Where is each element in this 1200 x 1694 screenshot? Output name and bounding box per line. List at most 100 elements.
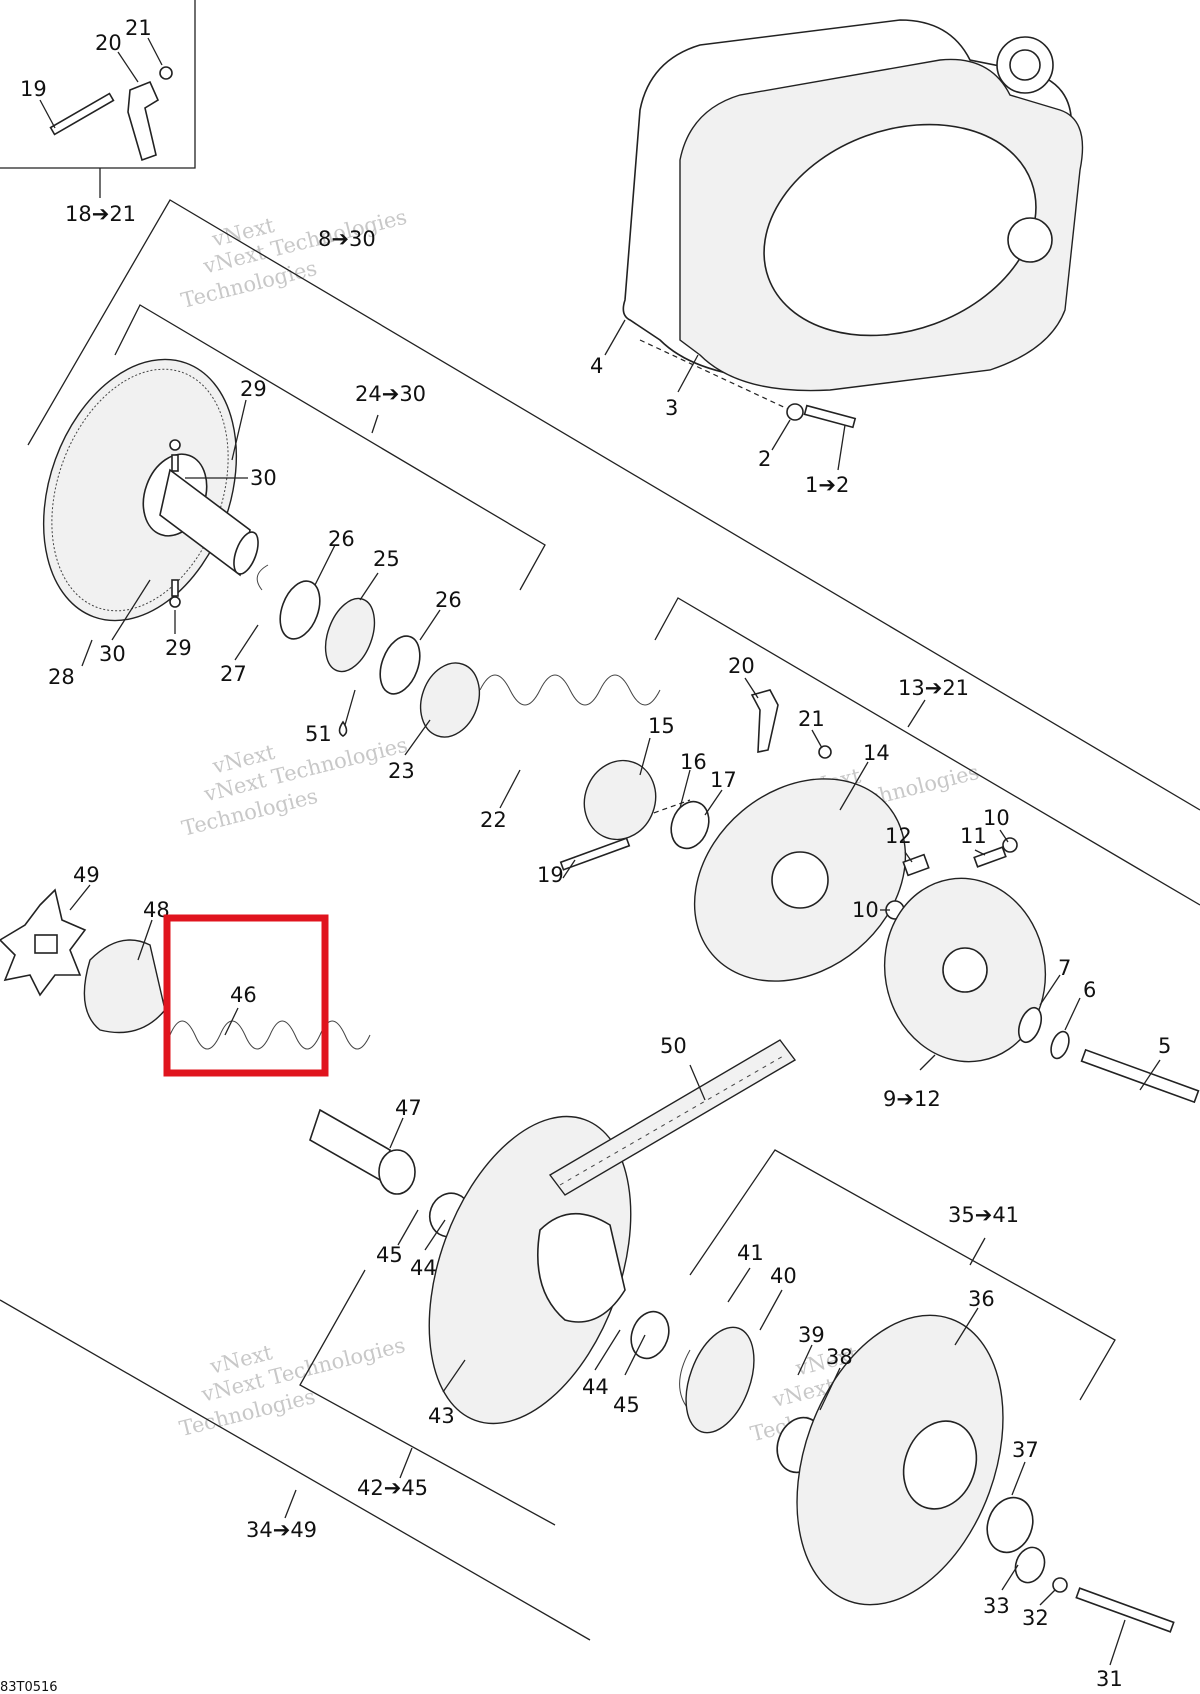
- callout-16: 16: [680, 750, 707, 774]
- leader-14: [839, 761, 869, 811]
- part-21-nut-b: [818, 745, 832, 759]
- leader-40: [759, 1289, 783, 1331]
- leader-21b: [811, 729, 823, 749]
- leader-10a: [999, 829, 1009, 843]
- leader-3: [677, 354, 699, 393]
- callout-12: 12: [885, 824, 912, 848]
- callout-51: 51: [305, 722, 332, 746]
- callout-5: 5: [1158, 1034, 1171, 1058]
- leader-17: [704, 789, 723, 816]
- leader-48: [137, 919, 153, 961]
- part-20-arm: [750, 689, 779, 753]
- leader-9-12: [919, 1054, 936, 1071]
- callout-45b: 45: [613, 1393, 640, 1417]
- callout-27: 27: [220, 662, 247, 686]
- leader-43: [442, 1359, 466, 1393]
- part-47-shaft: [309, 1108, 391, 1182]
- cover-assembly: [622, 19, 1084, 429]
- callout-10b: 10: [852, 898, 879, 922]
- callout-36: 36: [968, 1287, 995, 1311]
- leader-44b: [594, 1329, 621, 1371]
- part-11-pin: [973, 846, 1007, 868]
- part-15-sleeve: [583, 759, 657, 841]
- callout-2: 2: [758, 447, 771, 471]
- callout-19b: 19: [537, 863, 564, 887]
- leader-19a: [39, 99, 56, 129]
- spider-hub: [942, 947, 988, 993]
- part-21-nut: [159, 66, 173, 80]
- leader-51: [344, 689, 356, 726]
- callout-19a: 19: [20, 77, 47, 101]
- part-7-washer: [1017, 1006, 1043, 1044]
- shaft-end-47: [378, 1149, 416, 1195]
- leader-33: [1001, 1564, 1019, 1591]
- part-32-washer: [1052, 1577, 1068, 1593]
- part-23-cup: [419, 662, 481, 738]
- part-16-17-bushing: [670, 800, 710, 850]
- callout-47: 47: [395, 1096, 422, 1120]
- part-6-washer: [1050, 1030, 1070, 1060]
- leader-11: [974, 849, 986, 856]
- leader-41: [727, 1267, 751, 1303]
- drawing-code: 83T0516: [0, 1680, 58, 1694]
- leader-50: [689, 1064, 706, 1101]
- callout-20b: 20: [728, 654, 755, 678]
- part-28-shaft: [159, 468, 251, 577]
- drive-pulley: [42, 358, 1200, 1104]
- sheave-hub-43: [537, 1212, 626, 1323]
- callout-33: 33: [983, 1594, 1010, 1618]
- callout-8-30: 8➔30: [318, 227, 376, 251]
- part-33-washer: [1014, 1546, 1046, 1584]
- part-10-nut: [1002, 837, 1018, 853]
- part-50-belt: [548, 1039, 797, 1196]
- leader-26b: [419, 609, 441, 641]
- callout-23: 23: [388, 759, 415, 783]
- callout-43: 43: [428, 1404, 455, 1428]
- callout-34-49: 34➔49: [246, 1518, 317, 1542]
- callout-42-45: 42➔45: [357, 1476, 428, 1500]
- callout-25: 25: [373, 547, 400, 571]
- part-46-spring: [169, 1020, 371, 1050]
- part-40-ring: [685, 1326, 755, 1434]
- cover-vent-inner: [1009, 49, 1041, 81]
- leader-24-30: [371, 414, 379, 434]
- leader-20b: [744, 677, 759, 699]
- part-28-fixed-sheave: [42, 358, 238, 622]
- leader-31: [1109, 1619, 1126, 1666]
- leader-34-49: [284, 1489, 297, 1519]
- part-2-washer: [786, 403, 804, 421]
- callout-10a: 10: [983, 806, 1010, 830]
- part-29-plug-bottom: [169, 596, 181, 608]
- callout-26a: 26: [328, 527, 355, 551]
- part-22-spring: [479, 674, 661, 706]
- callout-32: 32: [1022, 1606, 1049, 1630]
- callout-15: 15: [648, 714, 675, 738]
- inset-parts: [49, 66, 173, 162]
- callout-49: 49: [73, 863, 100, 887]
- callout-30b: 30: [99, 642, 126, 666]
- callout-4: 4: [590, 354, 603, 378]
- cam-spline: [34, 934, 58, 954]
- callout-30a: 30: [250, 466, 277, 490]
- callout-17: 17: [710, 768, 737, 792]
- callout-11: 11: [960, 824, 987, 848]
- callout-14: 14: [863, 741, 890, 765]
- leader-22: [499, 769, 521, 809]
- leader-5: [1139, 1059, 1161, 1091]
- callout-22: 22: [480, 808, 507, 832]
- leader-4: [604, 319, 626, 356]
- part-25-bushing: [324, 597, 376, 673]
- leader-49: [69, 884, 91, 911]
- group-frames: [0, 0, 1200, 1641]
- cover-boss: [1007, 217, 1053, 263]
- leader-45a: [397, 1209, 419, 1246]
- callout-18-21: 18➔21: [65, 202, 136, 226]
- frame-8-30: [27, 199, 1200, 811]
- callout-24-30: 24➔30: [355, 382, 426, 406]
- leader-32: [1039, 1589, 1056, 1606]
- callout-50: 50: [660, 1034, 687, 1058]
- watermark-middle-left: vNext vNext Technologies Technologies: [179, 733, 410, 841]
- callout-7: 7: [1058, 956, 1071, 980]
- leader-12: [904, 851, 913, 863]
- part-20-lever: [127, 80, 160, 162]
